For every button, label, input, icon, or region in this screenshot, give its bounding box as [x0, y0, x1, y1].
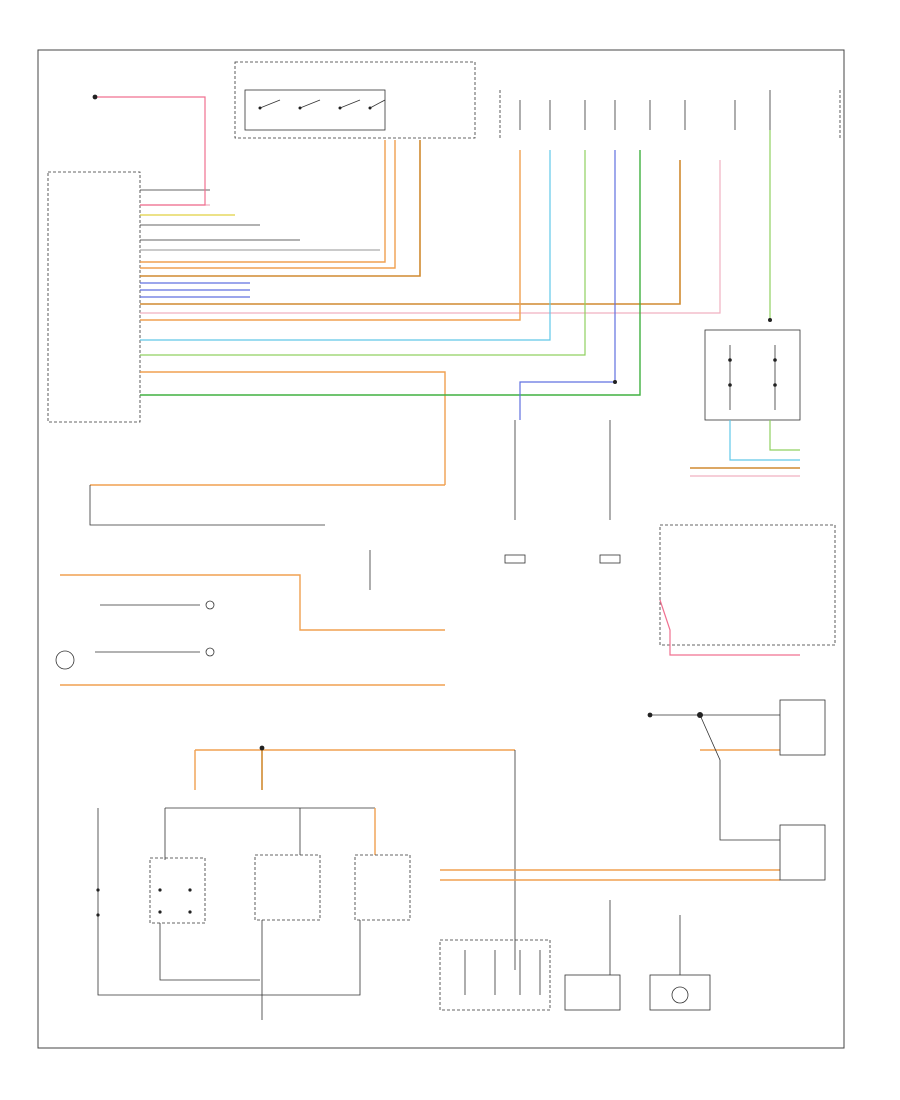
diagram-border: [37, 49, 845, 1049]
fuse-block-top: [499, 90, 841, 140]
harness-wires: [95, 96, 771, 485]
control-module: [47, 171, 380, 423]
mid-switches: [55, 420, 621, 686]
seat-module-blocks: [96, 807, 411, 1020]
right-panel: [659, 524, 836, 656]
relay-block: [690, 329, 801, 477]
junction-dots: [92, 94, 772, 751]
lower-feed: [194, 699, 826, 970]
lower-middle-blocks: [439, 900, 711, 1011]
headlamp-switch: [234, 61, 476, 139]
